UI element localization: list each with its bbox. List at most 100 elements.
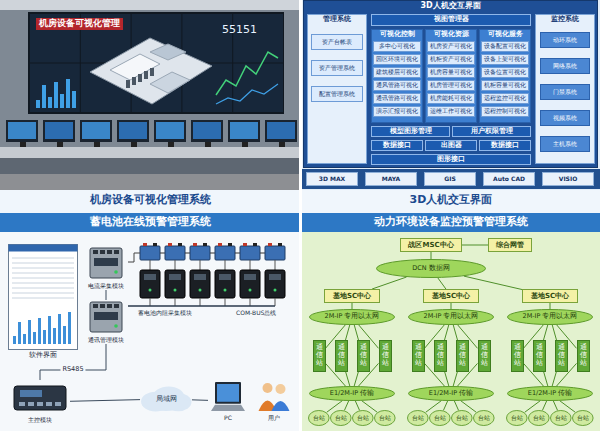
chart-bar — [48, 316, 51, 344]
node-label: 资产管理系统 — [319, 65, 355, 72]
station-box: 通信站 — [412, 340, 425, 372]
module-display — [194, 274, 206, 280]
module-display — [244, 274, 256, 280]
terminal — [107, 304, 112, 308]
monitor — [228, 120, 260, 142]
resistance-module — [265, 270, 285, 298]
user-head — [263, 383, 273, 393]
layer-bar: 模型图形管理 — [371, 126, 450, 137]
monitor — [265, 120, 297, 142]
node-label: 2M-IP 专用以太网 — [325, 313, 380, 320]
bar-chart — [60, 94, 64, 108]
battery-cell — [215, 246, 235, 260]
module-led — [174, 289, 177, 292]
terminal — [93, 250, 98, 254]
bus-drop — [175, 298, 176, 306]
ellipse-outline — [573, 411, 594, 426]
node-label: 主机系统 — [553, 141, 577, 148]
monitor-screen — [45, 122, 73, 139]
connector-line — [431, 252, 432, 259]
node-label: 台站 — [478, 415, 490, 422]
connector-line — [346, 372, 350, 386]
network-ellipse: DCN 数据网 — [376, 259, 486, 278]
desk-top — [0, 147, 299, 158]
node-label: 数据接口 — [383, 142, 411, 149]
network-ellipse: 2M-IP 专用以太网 — [507, 309, 593, 325]
monitor — [191, 120, 223, 142]
node-label: 通讯管理模块 — [88, 337, 124, 344]
node-label: 台站 — [357, 415, 369, 422]
site-ellipse: 台站 — [330, 410, 352, 426]
connector-line — [372, 277, 406, 289]
battery-cell — [165, 246, 185, 260]
node-label: 设备配置可视化 — [484, 43, 526, 50]
screen-number: 55151 — [222, 24, 257, 37]
node-label: 演示汇报可视化 — [376, 108, 418, 115]
panel-heading: 监控系统 — [536, 15, 594, 24]
node-label: 通风管路可视化 — [376, 82, 418, 89]
ellipse-outline — [529, 411, 550, 426]
node-label: 运维工作可视化 — [430, 108, 472, 115]
node-label: E1/2M-IP 传输 — [429, 390, 473, 397]
node-label: 通信站 — [459, 344, 466, 367]
node-icon — [208, 380, 248, 412]
monitor-screen — [267, 122, 295, 139]
rack-model — [132, 77, 136, 85]
panel-heading: 管理系统 — [308, 15, 366, 24]
port — [28, 402, 34, 406]
user-body — [271, 401, 289, 411]
battery-terminal — [253, 243, 257, 246]
function-box: 远程监控可视化 — [481, 93, 529, 104]
laptop-base — [211, 405, 245, 411]
node-label: 台站 — [335, 415, 347, 422]
function-box: 演示汇报可视化 — [373, 106, 421, 117]
connector-line — [355, 401, 359, 410]
panel-heading: 可视化资源 — [426, 30, 476, 38]
module-display — [169, 274, 181, 280]
function-box: 机柜容量可视化 — [481, 80, 529, 91]
table-row — [12, 268, 74, 269]
monitor-screen — [119, 122, 147, 139]
bar-chart — [54, 82, 58, 108]
software-screenshot: 软件界面 — [8, 244, 78, 350]
laptop-lid — [215, 382, 241, 404]
node-label: 视频系统 — [553, 115, 577, 122]
node-label: 远程控制可视化 — [484, 108, 526, 115]
monitor-stand — [131, 142, 137, 147]
node-label: 机房资产可视化 — [430, 43, 472, 50]
rack-model — [144, 71, 148, 79]
module-display — [219, 274, 231, 280]
table-row — [12, 283, 74, 284]
chart-bar — [58, 314, 61, 344]
layer-bar: 用户权限管理 — [452, 126, 531, 137]
photo-wall — [0, 0, 299, 190]
monitor-stand — [242, 142, 248, 147]
module-case — [90, 302, 122, 332]
tool-box: 3D MAX — [306, 172, 358, 186]
layer-bar: 出图器 — [425, 140, 477, 151]
current-wire — [128, 253, 140, 262]
node-label: 战区MSC中心 — [408, 241, 453, 249]
module-display — [269, 274, 281, 280]
node-label: 通信站 — [481, 344, 488, 367]
series-wire — [185, 253, 190, 254]
network-ellipse: 2M-IP 专用以太网 — [309, 309, 395, 325]
connector-line — [445, 325, 449, 340]
battery-terminal — [168, 243, 172, 246]
node-label: 机柜资产可视化 — [430, 56, 472, 63]
series-wire — [260, 253, 265, 254]
ellipse-outline — [452, 411, 473, 426]
site-ellipse: 台站 — [352, 410, 374, 426]
floor-room — [110, 54, 160, 80]
function-box: 设备配置可视化 — [481, 41, 529, 52]
battery-cell — [190, 246, 210, 260]
tool-band — [302, 169, 600, 189]
laptop-screen — [217, 384, 239, 402]
bus-label: COM-BUS总线 — [236, 310, 276, 317]
network-ellipse: E1/2M-IP 传输 — [309, 386, 395, 401]
node-label: 园区环境可视化 — [376, 56, 418, 63]
connector-line — [352, 303, 353, 309]
node-label: 远程监控可视化 — [484, 95, 526, 102]
ellipse-outline — [409, 310, 494, 325]
node-label: 主控模块 — [28, 417, 52, 424]
